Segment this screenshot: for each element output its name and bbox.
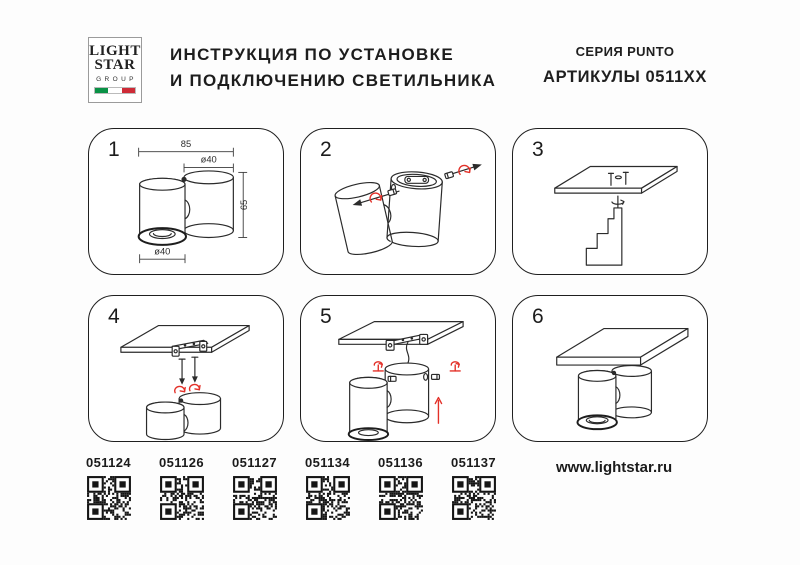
mounting-bracket-drawing [585, 207, 623, 266]
article-item: 051136 [364, 455, 437, 521]
screw-icon [191, 356, 199, 383]
rotation-arrow-icon [458, 164, 471, 176]
rotation-arrow-icon [188, 383, 201, 392]
italian-flag-icon [94, 86, 136, 94]
article-code: 051124 [85, 455, 132, 470]
attach-body-drawing [120, 325, 250, 441]
screw-rotation-icon [449, 361, 461, 372]
dim-width-label: 85 [181, 139, 191, 149]
step-panel-6: 6 [512, 295, 708, 442]
step-panel-5: 5 [300, 295, 496, 442]
logo-text-light: LIGHT [89, 43, 141, 59]
article-item: 051137 [437, 455, 510, 521]
rotation-arrow-icon [369, 192, 383, 203]
step-number: 6 [532, 305, 544, 328]
article-code: 051126 [158, 455, 205, 470]
logo-text-star: STAR [94, 56, 136, 73]
article-code: 051137 [450, 455, 497, 470]
qr-code [232, 475, 278, 521]
lightstar-logo: LIGHT STAR GROUP [88, 37, 142, 103]
wire-drawing [405, 341, 410, 366]
article-item: 051127 [218, 455, 291, 521]
screw-icon [178, 358, 186, 385]
screw-rotation-icon [372, 361, 384, 372]
screw-icon [622, 171, 629, 185]
ceiling-plate-drawing [554, 165, 678, 266]
articles-label: АРТИКУЛЫ 0511XX [543, 68, 707, 86]
unscrew-drawing [334, 163, 482, 256]
dim-diameter-bottom-label: ø40 [154, 246, 170, 256]
dim-diameter-top-label: ø40 [201, 155, 217, 165]
screw-icon [607, 172, 615, 186]
logo-text-group: GROUP [96, 75, 137, 83]
article-code: 051134 [304, 455, 351, 470]
article-item: 051124 [72, 455, 145, 521]
screw-icon [387, 375, 397, 382]
bracket-drawing [385, 333, 429, 351]
articles-row: 051124 051126 051127 051134 051136 05113… [72, 455, 510, 521]
finished-drawing [556, 327, 689, 431]
step-number: 1 [108, 138, 120, 161]
step-panel-2: 2 [300, 128, 496, 275]
series-block: СЕРИЯ PUNTO АРТИКУЛЫ 0511XX [520, 44, 730, 87]
qr-code [86, 475, 132, 521]
title-line-1: ИНСТРУКЦИЯ ПО УСТАНОВКЕ [170, 45, 454, 64]
screw-icon [430, 373, 441, 380]
step-number: 5 [320, 305, 332, 328]
step-number: 2 [320, 138, 332, 161]
article-item: 051126 [145, 455, 218, 521]
title-line-2: И ПОДКЛЮЧЕНИЮ СВЕТИЛЬНИКА [170, 71, 497, 91]
article-item: 051134 [291, 455, 364, 521]
rotation-arrow-icon [611, 195, 625, 211]
bracket-drawing [171, 339, 209, 357]
step-number: 4 [108, 305, 120, 328]
step-panel-1: 1 85 ø40 [88, 128, 284, 275]
rotation-arrow-icon [174, 385, 186, 394]
series-name: СЕРИЯ PUNTO [575, 44, 675, 59]
website-url: www.lightstar.ru [556, 459, 673, 476]
page-title: ИНСТРУКЦИЯ ПО УСТАНОВКЕ И ПОДКЛЮЧЕНИЮ СВ… [170, 42, 496, 95]
steps-grid: 1 85 ø40 [88, 128, 708, 442]
step-number: 3 [532, 138, 544, 161]
dimension-drawing: 85 ø40 [137, 139, 249, 264]
up-arrow-icon [434, 396, 443, 424]
qr-code [451, 475, 497, 521]
article-code: 051127 [231, 455, 278, 470]
screw-icon [387, 188, 398, 197]
screw-icon [444, 171, 454, 180]
qr-code [159, 475, 205, 521]
article-code: 051136 [377, 455, 424, 470]
qr-code [305, 475, 351, 521]
dim-height-label: 65 [239, 200, 249, 210]
wiring-drawing [338, 321, 464, 441]
step-panel-3: 3 [512, 128, 708, 275]
qr-code [378, 475, 424, 521]
step-panel-4: 4 [88, 295, 284, 442]
